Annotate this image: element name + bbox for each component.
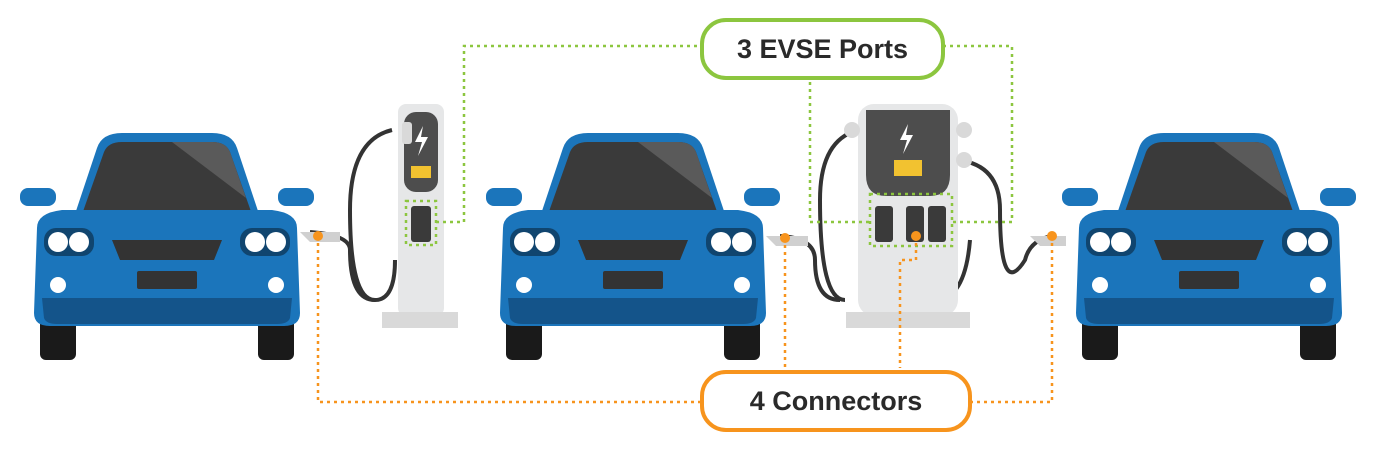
lightning-bolt-icon <box>900 124 913 154</box>
connector-dots <box>313 231 1057 243</box>
charger-multi <box>766 104 1066 328</box>
connector-lines <box>316 236 1054 404</box>
evse-ports-label: 3 EVSE Ports <box>700 18 945 80</box>
charger-single <box>300 104 458 328</box>
connectors-label: 4 Connectors <box>700 370 972 432</box>
car-left <box>20 133 314 360</box>
screen-icon <box>411 166 431 178</box>
lightning-bolt-icon <box>415 126 428 156</box>
car-right <box>1062 133 1356 360</box>
car-middle <box>486 133 780 360</box>
evse-port-lines <box>404 44 1014 248</box>
screen-icon <box>894 160 922 176</box>
